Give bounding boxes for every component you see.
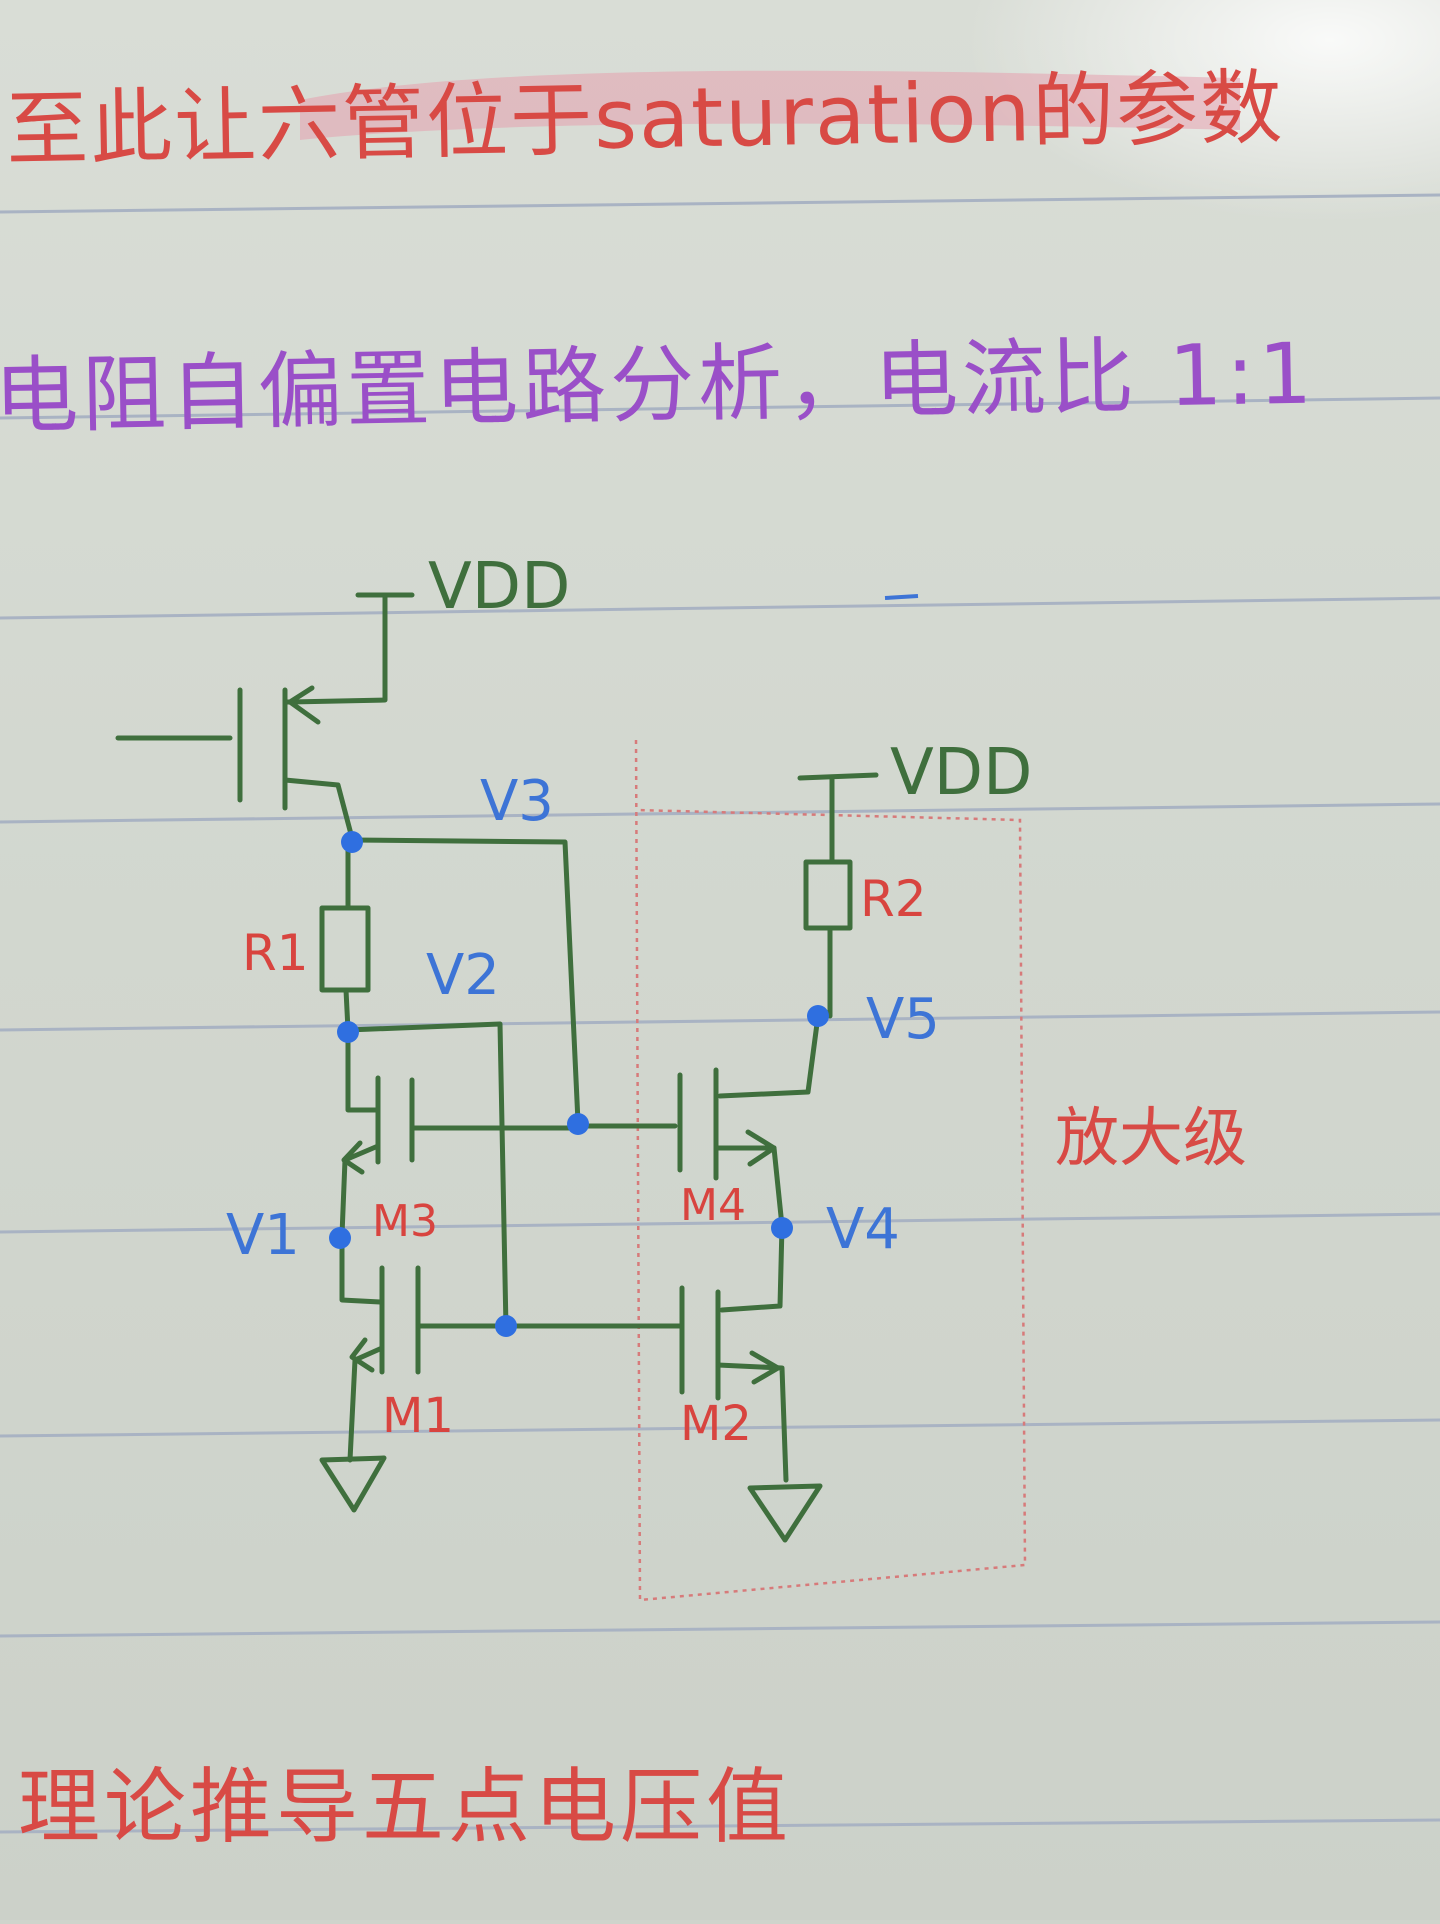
- m2-label: M2: [680, 1396, 752, 1452]
- amplifier-stage-label: 放大级: [1055, 1102, 1247, 1176]
- v2-label: V2: [426, 943, 500, 1008]
- node-dot-gate-m1-m2: [495, 1315, 517, 1337]
- node-dot-v1: [329, 1227, 351, 1249]
- m4-label: M4: [680, 1180, 746, 1231]
- v3-label: V3: [480, 769, 554, 834]
- r1-label: R1: [242, 924, 309, 982]
- bottom-note-line: 理论推导五点电压值: [18, 1760, 793, 1855]
- node-dot-v2: [337, 1021, 359, 1043]
- node-dots: [329, 831, 829, 1337]
- m3-label: M3: [372, 1196, 438, 1247]
- node-dot-v5: [807, 1005, 829, 1027]
- node-dot-gate-m3-m4: [567, 1113, 589, 1135]
- highlighter-stroke: [300, 70, 1240, 140]
- section-title: 电阻自偏置电路分析，电流比 1:1: [0, 324, 1317, 446]
- v4-label: V4: [826, 1197, 900, 1262]
- stray-mark: [884, 594, 919, 600]
- top-note-line: 至此让六管位于saturation的参数: [5, 60, 1286, 179]
- amplifier-stage-box: [634, 739, 1027, 1602]
- ruled-lines: [0, 193, 1440, 1834]
- node-dot-v3: [341, 831, 363, 853]
- vdd-right-label: VDD: [890, 736, 1032, 810]
- circuit-wires: [115, 592, 879, 1543]
- node-dot-v4: [771, 1217, 793, 1239]
- m1-label: M1: [382, 1388, 454, 1444]
- v5-label: V5: [866, 987, 940, 1052]
- r2-label: R2: [860, 870, 927, 928]
- vdd-left-label: VDD: [428, 550, 570, 624]
- v1-label: V1: [226, 1203, 300, 1268]
